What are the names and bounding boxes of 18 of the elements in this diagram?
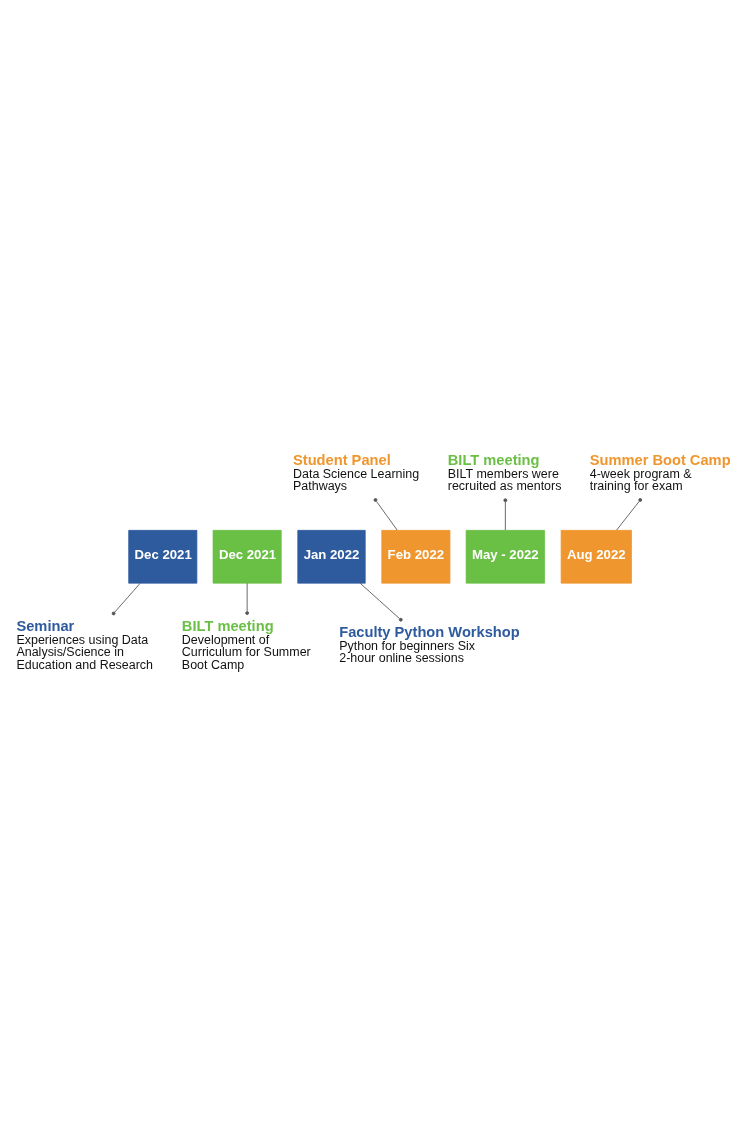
node-box: Aug 2022 (560, 529, 632, 584)
node-box: Dec 2021 (128, 529, 198, 584)
connector (245, 582, 250, 615)
node-text: Student Panel Data Science Learning Pathways (292, 451, 420, 493)
node-box: Feb 2022 (381, 529, 451, 584)
node-text: Summer Boot Camp 4-week program & training for exam (589, 451, 731, 493)
node-box: Dec 2021 (212, 529, 282, 584)
node-box: May - 2022 (465, 529, 545, 584)
node-box: Jan 2022 (297, 529, 366, 584)
node-text: Seminar Experiences using Data Analysis/Science in Education and Research (16, 617, 154, 672)
connector (503, 497, 508, 530)
node-text: BILT meeting BILT members were recruited as mentors (447, 451, 562, 493)
connector (111, 582, 141, 615)
node-text: Faculty Python Workshop Python for beginners Six 2-hour online sessions (339, 623, 520, 665)
node-text: BILT meeting Development of Curriculum for Summer Boot Camp (181, 617, 311, 672)
connector (616, 497, 643, 530)
connector (359, 582, 403, 622)
connector (373, 497, 398, 530)
